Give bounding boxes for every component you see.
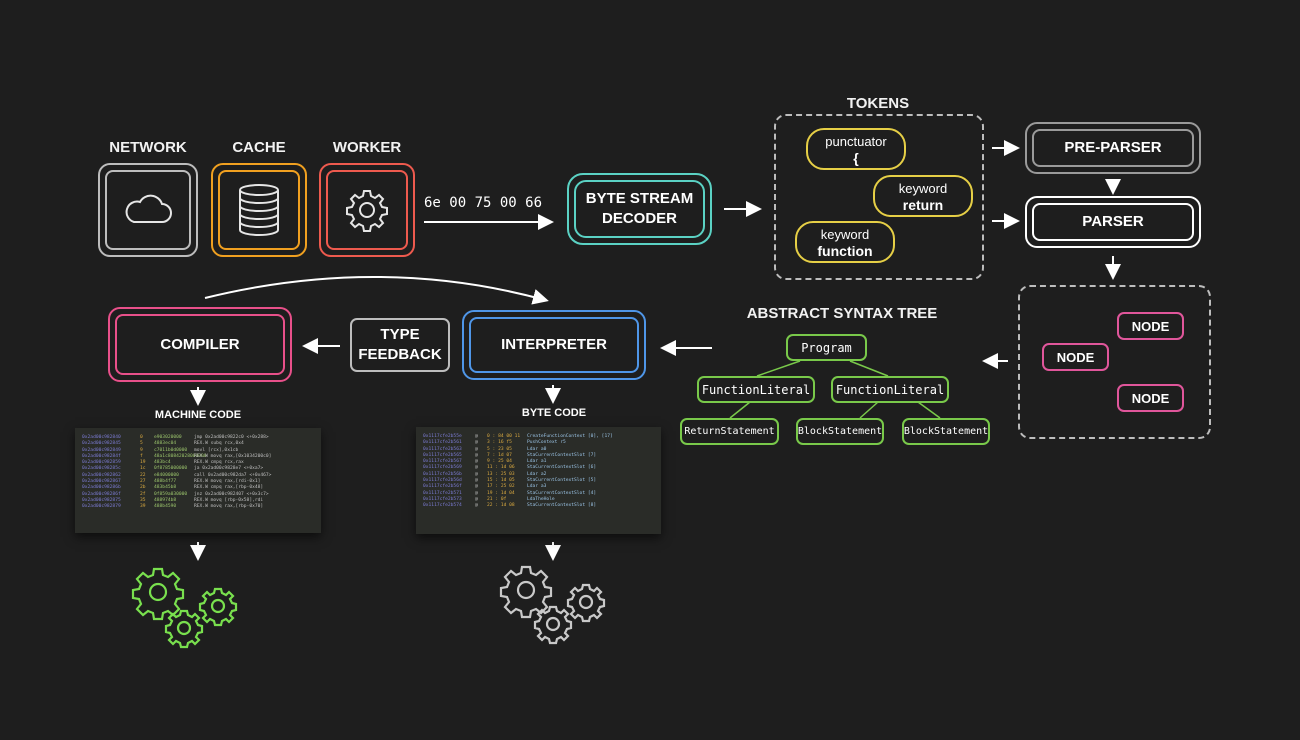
type-feedback-line2: FEEDBACK	[358, 346, 442, 363]
source-label-worker: WORKER	[332, 139, 402, 156]
ast-block-statement[interactable]: BlockStatement	[902, 418, 990, 445]
token-kind: keyword	[898, 181, 948, 196]
pre-parser-box[interactable]: PRE-PARSER	[1025, 122, 1201, 174]
node-item[interactable]: NODE	[1042, 343, 1109, 371]
node-item[interactable]: NODE	[1117, 312, 1184, 340]
token-keyword-return[interactable]: keyword return	[873, 175, 973, 217]
token-kind: punctuator	[825, 134, 887, 149]
tokens-container	[774, 114, 984, 280]
token-value: {	[853, 150, 859, 166]
cache-box[interactable]	[211, 163, 307, 257]
token-value: function	[817, 243, 873, 259]
interpreter-label: INTERPRETER	[501, 336, 607, 353]
source-label-cache: CACHE	[232, 139, 286, 156]
source-label-network: NETWORK	[109, 139, 187, 156]
ast-function-literal[interactable]: FunctionLiteral	[697, 376, 815, 403]
tokens-title: TOKENS	[846, 95, 910, 112]
ast-return-statement[interactable]: ReturnStatement	[680, 418, 779, 445]
node-item[interactable]: NODE	[1117, 384, 1184, 412]
decoder-line2: DECODER	[601, 210, 677, 227]
decoder-line1: BYTE STREAM	[585, 190, 694, 207]
pre-parser-label: PRE-PARSER	[1064, 139, 1162, 156]
arrow-compiler-to-interpreter	[204, 276, 549, 305]
type-feedback-box[interactable]: TYPE FEEDBACK	[350, 318, 450, 372]
gear-icon	[346, 190, 388, 232]
database-icon	[239, 184, 279, 236]
machine-gears-icon	[131, 567, 238, 649]
byte-code-title: BYTE CODE	[521, 407, 587, 419]
worker-box[interactable]	[319, 163, 415, 257]
token-kind: keyword	[820, 227, 870, 242]
ast-title: ABSTRACT SYNTAX TREE	[746, 305, 938, 322]
nodes-container	[1018, 285, 1211, 439]
byte-stream-decoder[interactable]: BYTE STREAM DECODER	[567, 173, 712, 245]
network-box[interactable]	[98, 163, 198, 257]
token-value: return	[902, 197, 944, 213]
ast-block-statement[interactable]: BlockStatement	[796, 418, 884, 445]
bytecode-gears-icon	[499, 565, 606, 645]
interpreter-box[interactable]: INTERPRETER	[462, 310, 646, 380]
ast-program[interactable]: Program	[786, 334, 867, 361]
cloud-icon	[125, 194, 172, 223]
type-feedback-line1: TYPE	[380, 326, 420, 343]
compiler-label: COMPILER	[160, 335, 240, 353]
byte-stream-text: 6e 00 75 00 66	[424, 195, 543, 211]
machine-code-title: MACHINE CODE	[154, 409, 242, 421]
token-punctuator[interactable]: punctuator {	[806, 128, 906, 170]
ast-function-literal[interactable]: FunctionLiteral	[831, 376, 949, 403]
parser-label: PARSER	[1082, 213, 1144, 230]
parser-box[interactable]: PARSER	[1025, 196, 1201, 248]
token-keyword-function[interactable]: keyword function	[795, 221, 895, 263]
compiler-box[interactable]: COMPILER	[108, 307, 292, 382]
